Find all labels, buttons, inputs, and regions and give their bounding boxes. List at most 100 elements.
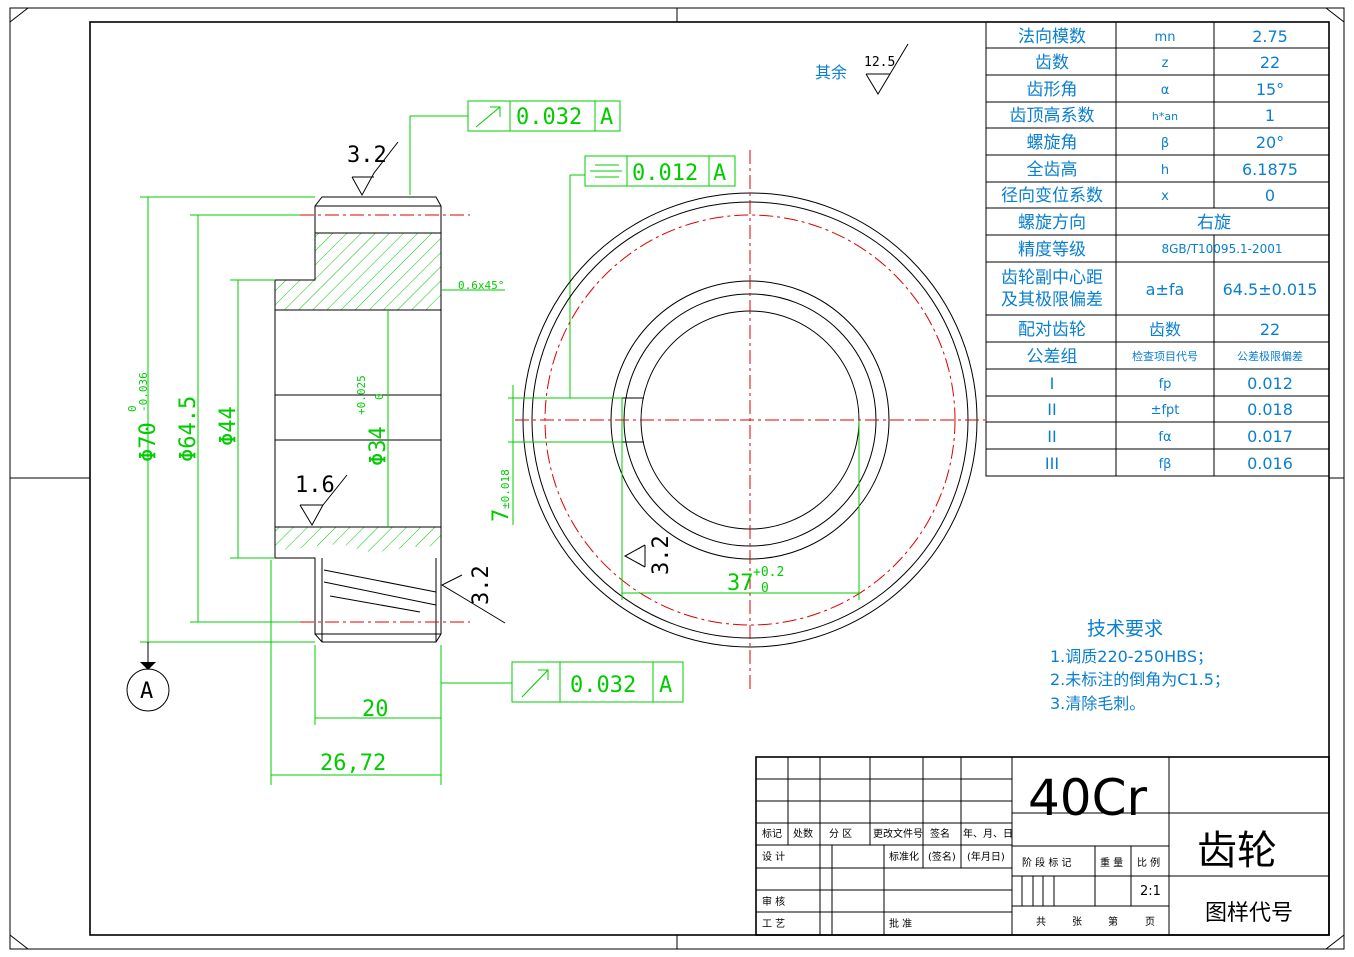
svg-text:齿形角: 齿形角 bbox=[1027, 80, 1078, 100]
datum-a-symbol: A bbox=[126, 642, 170, 712]
svg-text:配对齿轮: 配对齿轮 bbox=[1018, 320, 1086, 340]
svg-text:0: 0 bbox=[1265, 186, 1275, 205]
title-block: 40Cr 齿轮 图样代号 标记 处数 分 区 更改文件号 签名 年、月、日 设 … bbox=[755, 756, 1330, 936]
dim-d44: Φ44 bbox=[216, 406, 241, 446]
svg-text:设 计: 设 计 bbox=[762, 850, 785, 863]
dim-d34-lower: 0 bbox=[373, 393, 386, 400]
svg-text:0.012: 0.012 bbox=[1247, 374, 1293, 393]
dim-d70: Φ70 bbox=[136, 422, 161, 462]
dim-d34-upper: +0.025 bbox=[355, 375, 368, 415]
svg-text:1.调质220-250HBS；: 1.调质220-250HBS； bbox=[1050, 647, 1213, 666]
svg-text:64.5±0.015: 64.5±0.015 bbox=[1223, 280, 1318, 299]
sheet-border bbox=[9, 7, 1345, 950]
dim-chamfer: 0.6x45° bbox=[458, 279, 504, 292]
svg-text:A: A bbox=[140, 679, 153, 704]
svg-text:比 例: 比 例 bbox=[1137, 856, 1160, 869]
params-table-rows bbox=[986, 47, 1329, 450]
dim-width-20: 20 bbox=[362, 697, 389, 722]
svg-text:(年月日): (年月日) bbox=[967, 850, 1005, 863]
svg-text:法向模数: 法向模数 bbox=[1018, 27, 1086, 47]
fcf-runout-bottom: 0.032 A bbox=[441, 661, 684, 703]
dim-key-width: 7 bbox=[489, 509, 514, 522]
svg-text:1.6: 1.6 bbox=[295, 473, 335, 498]
svg-text:公差组: 公差组 bbox=[1027, 347, 1078, 367]
roughness-bore: 1.6 bbox=[295, 473, 348, 527]
svg-text:标记: 标记 bbox=[762, 828, 782, 840]
dim-key-depth-lower: 0 bbox=[761, 581, 769, 596]
svg-text:z: z bbox=[1162, 56, 1169, 71]
dim-d70-lower: -0.036 bbox=[137, 372, 150, 412]
svg-text:公差极限偏差: 公差极限偏差 bbox=[1237, 349, 1303, 363]
roughness-top: 3.2 bbox=[347, 141, 399, 197]
svg-text:页: 页 bbox=[1145, 916, 1155, 928]
svg-text:螺旋方向: 螺旋方向 bbox=[1018, 213, 1086, 233]
left-dimensions bbox=[140, 196, 505, 785]
svg-text:β: β bbox=[1161, 136, 1169, 151]
svg-text:更改文件号: 更改文件号 bbox=[873, 827, 923, 840]
svg-text:fα: fα bbox=[1158, 430, 1171, 445]
svg-text:齿轮: 齿轮 bbox=[1197, 828, 1277, 874]
svg-text:0.016: 0.016 bbox=[1247, 454, 1293, 473]
svg-text:20°: 20° bbox=[1256, 133, 1284, 152]
svg-text:齿数: 齿数 bbox=[1035, 53, 1069, 73]
svg-text:批 准: 批 准 bbox=[889, 917, 912, 930]
svg-text:齿数: 齿数 bbox=[1149, 320, 1181, 339]
svg-text:I: I bbox=[1050, 374, 1055, 393]
end-view bbox=[508, 150, 985, 690]
svg-text:fp: fp bbox=[1159, 377, 1172, 392]
svg-text:审 核: 审 核 bbox=[762, 895, 785, 908]
svg-text:A: A bbox=[659, 673, 672, 698]
svg-text:fβ: fβ bbox=[1159, 457, 1172, 472]
svg-text:3.2: 3.2 bbox=[649, 535, 674, 575]
tech-requirements: 技术要求 1.调质220-250HBS； 2.未标注的倒角为C1.5； 3.清除… bbox=[1050, 618, 1230, 713]
params-table: 法向模数 mn 2.75 齿数 z 22 齿形角 α 15° 齿顶高系数 h*a… bbox=[985, 21, 1330, 477]
svg-text:II: II bbox=[1047, 427, 1056, 446]
svg-text:标准化: 标准化 bbox=[889, 850, 919, 863]
fcf-symmetry: 0.012 A bbox=[569, 155, 736, 398]
roughness-lower: 3.2 bbox=[440, 565, 506, 624]
svg-text:阶 段 标 记: 阶 段 标 记 bbox=[1022, 856, 1072, 869]
roughness-keyway: 3.2 bbox=[623, 535, 674, 575]
svg-text:0.032: 0.032 bbox=[516, 105, 582, 130]
svg-text:h*an: h*an bbox=[1152, 110, 1178, 123]
svg-text:3.清除毛刺。: 3.清除毛刺。 bbox=[1050, 694, 1145, 713]
dim-d70-upper: 0 bbox=[126, 405, 139, 412]
svg-text:2.75: 2.75 bbox=[1252, 27, 1288, 46]
svg-text:1: 1 bbox=[1265, 106, 1275, 125]
svg-text:α: α bbox=[1161, 83, 1170, 98]
section-view bbox=[274, 196, 470, 643]
svg-text:全齿高: 全齿高 bbox=[1027, 160, 1078, 180]
svg-text:年、月、日: 年、月、日 bbox=[963, 827, 1013, 840]
svg-text:22: 22 bbox=[1260, 320, 1280, 339]
svg-text:x: x bbox=[1161, 189, 1169, 204]
svg-text:右旋: 右旋 bbox=[1197, 213, 1231, 233]
svg-text:2.未标注的倒角为C1.5；: 2.未标注的倒角为C1.5； bbox=[1050, 670, 1230, 689]
svg-text:技术要求: 技术要求 bbox=[1087, 618, 1163, 640]
svg-text:第: 第 bbox=[1108, 915, 1118, 928]
svg-text:h: h bbox=[1161, 163, 1169, 178]
fcf-runout-top: 0.032 A bbox=[409, 100, 621, 195]
svg-text:±fpt: ±fpt bbox=[1151, 403, 1180, 418]
svg-text:II: II bbox=[1047, 400, 1056, 419]
svg-text:张: 张 bbox=[1072, 916, 1082, 928]
svg-text:mn: mn bbox=[1155, 30, 1176, 45]
dim-d34: Φ34 bbox=[366, 426, 391, 466]
dim-d645: Φ64.5 bbox=[176, 396, 201, 462]
dim-key-depth: 37 bbox=[727, 571, 754, 596]
svg-text:0.017: 0.017 bbox=[1247, 427, 1293, 446]
svg-text:III: III bbox=[1045, 454, 1059, 473]
dim-key-width-tol: ±0.018 bbox=[499, 469, 512, 509]
svg-text:重 量: 重 量 bbox=[1100, 856, 1123, 869]
svg-text:a±fa: a±fa bbox=[1146, 280, 1185, 299]
svg-text:0.012: 0.012 bbox=[632, 161, 698, 186]
gear-rim-hatch bbox=[275, 233, 441, 310]
svg-text:3.2: 3.2 bbox=[347, 143, 387, 168]
svg-text:处数: 处数 bbox=[793, 827, 813, 840]
svg-text:及其极限偏差: 及其极限偏差 bbox=[1001, 290, 1103, 310]
svg-text:A: A bbox=[713, 161, 726, 186]
dim-key-depth-upper: +0.2 bbox=[753, 565, 784, 580]
svg-text:A: A bbox=[600, 105, 613, 130]
svg-text:2:1: 2:1 bbox=[1140, 884, 1161, 899]
dim-width-2672: 26,72 bbox=[320, 751, 386, 776]
svg-text:工 艺: 工 艺 bbox=[762, 918, 785, 930]
